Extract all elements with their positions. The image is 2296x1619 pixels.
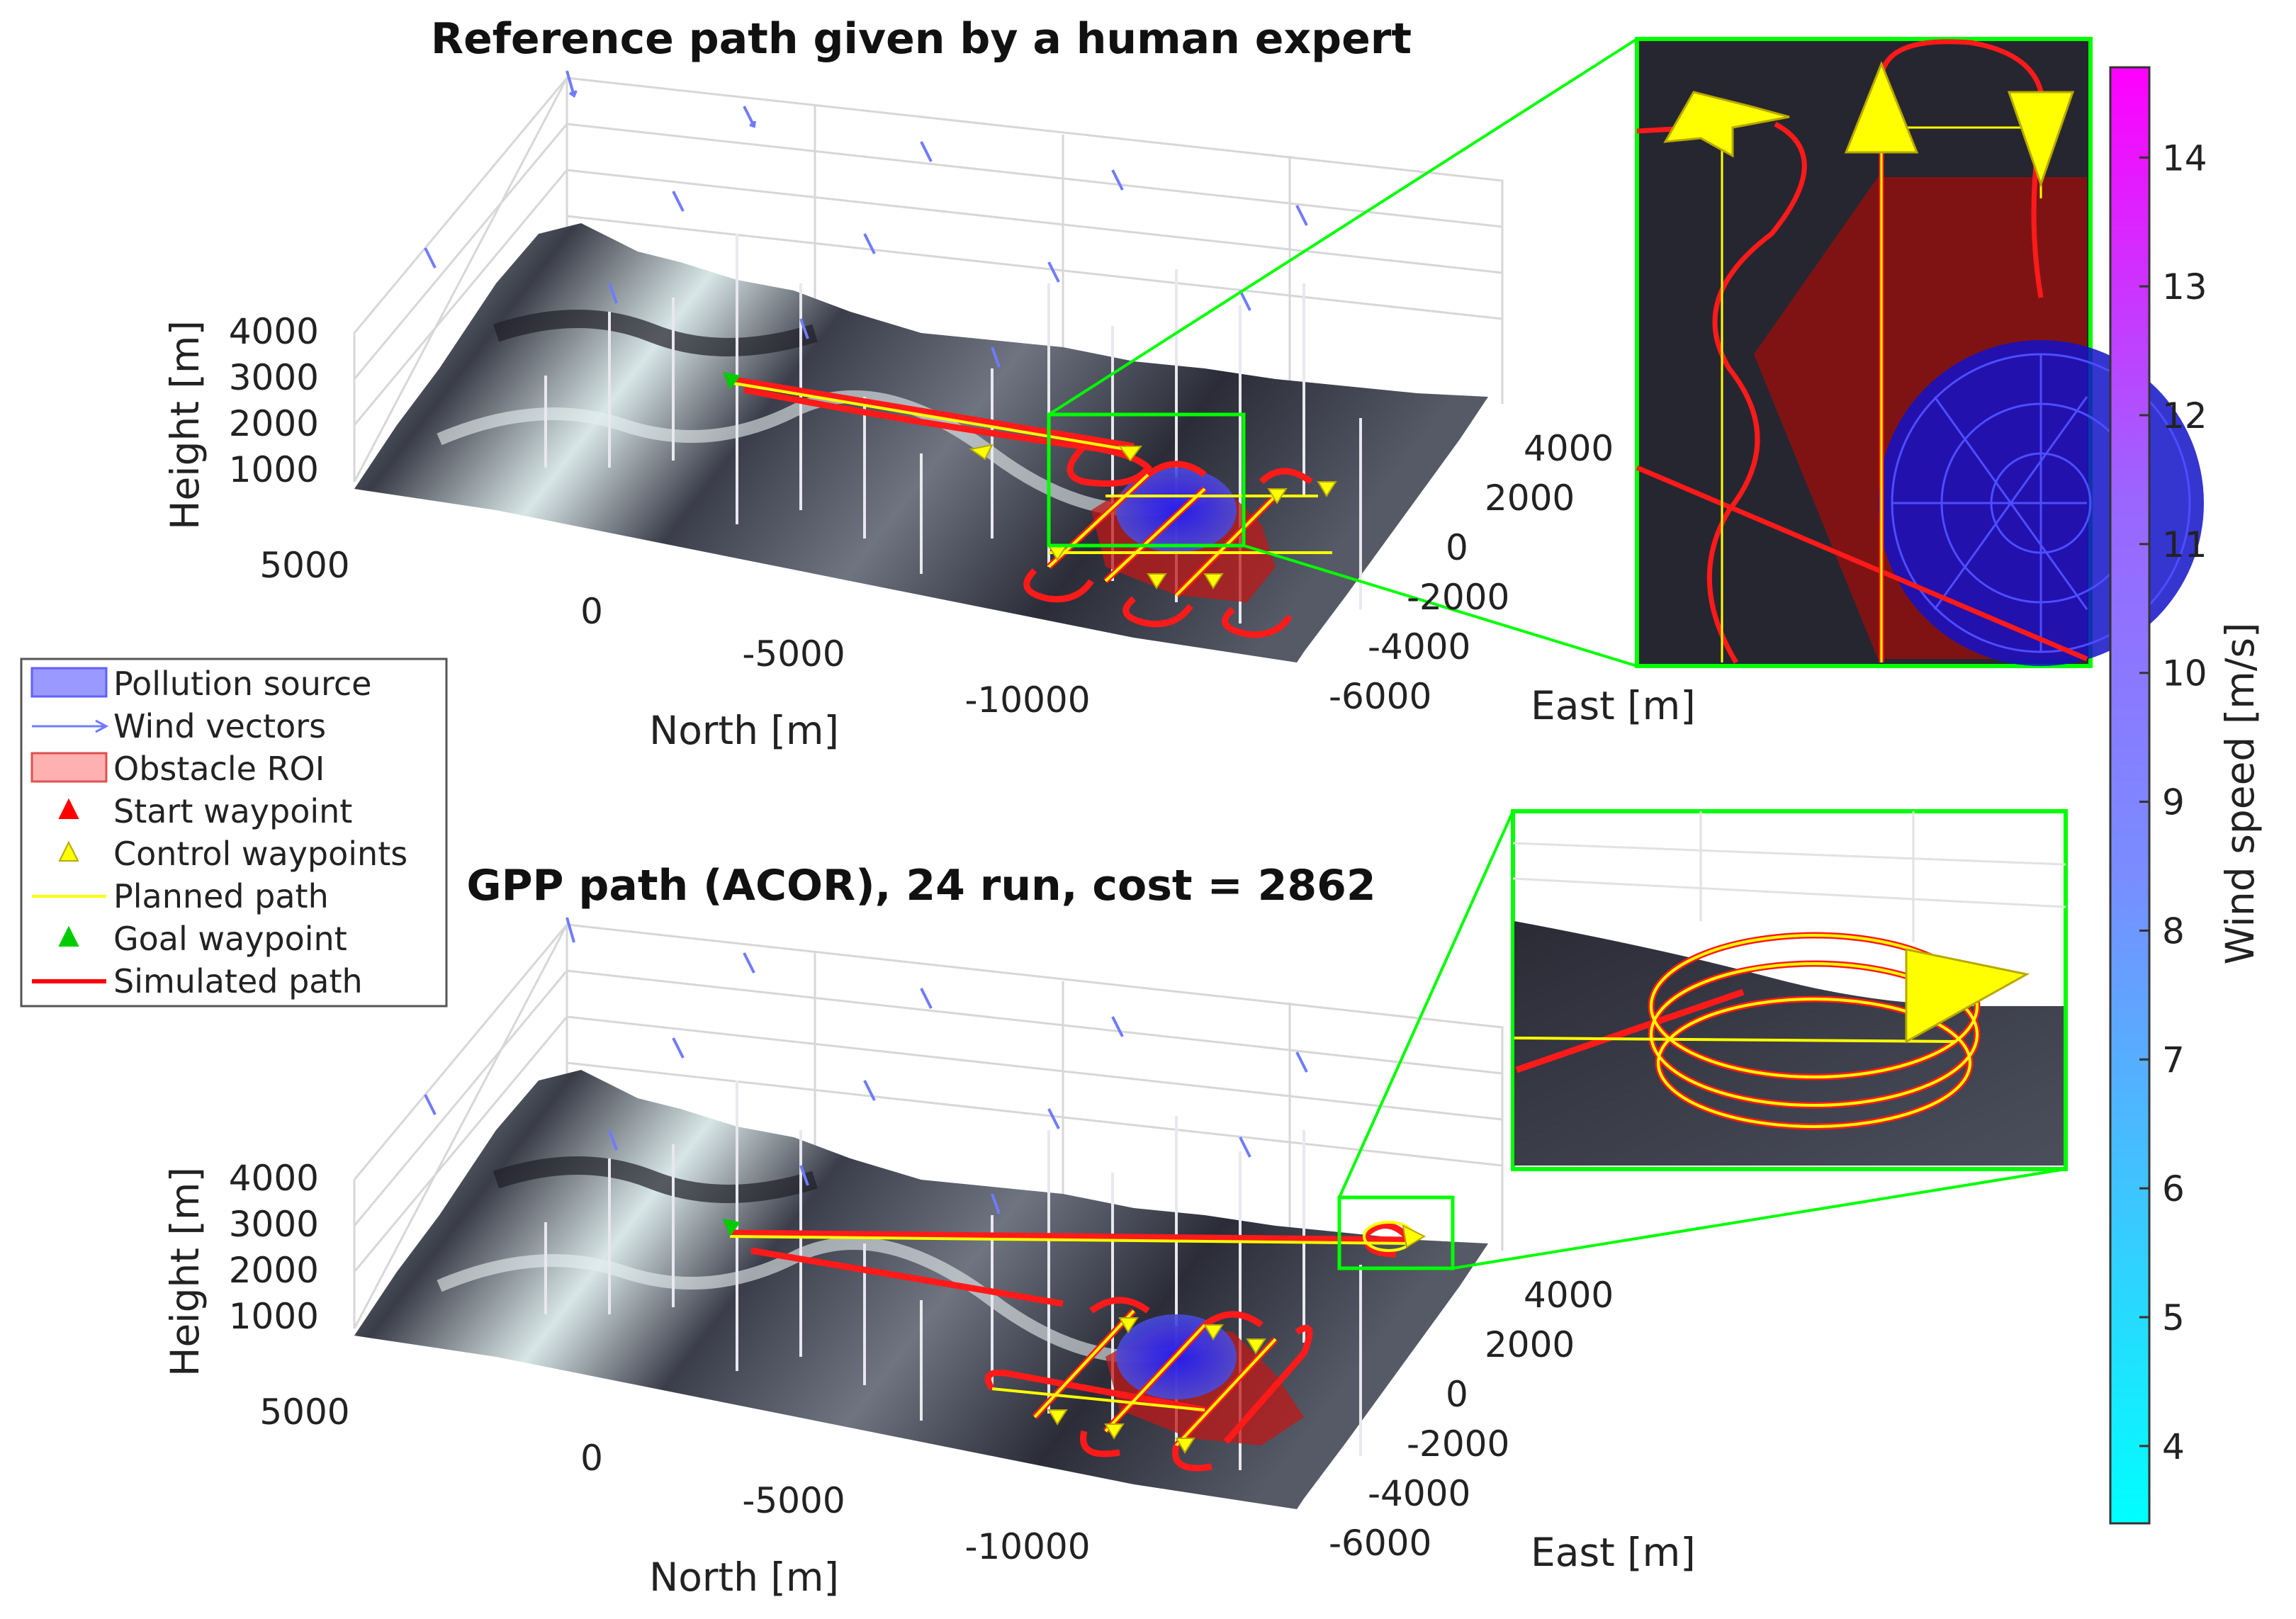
- legend-swatch: [32, 719, 109, 733]
- colorbar-tick-label: 14: [2162, 137, 2207, 179]
- bottom-y-tick: -4000: [1368, 1473, 1470, 1514]
- top-pollution-source: [1116, 468, 1237, 553]
- colorbar-tick-label: 5: [2162, 1297, 2185, 1338]
- bottom-z-ticks: 4000 3000 2000 1000: [229, 1158, 319, 1337]
- top-y-tick: 0: [1446, 527, 1468, 568]
- colorbar: Wind speed [m/s] 14 13 12 11 10 9 8 7 6 5 4: [2109, 66, 2263, 1525]
- colorbar-tick-label: 13: [2162, 266, 2207, 308]
- bottom-x-tick: 5000: [259, 1392, 349, 1433]
- bottom-plot: GPP path (ACOR), 24 run, cost = 2862: [162, 809, 2068, 1600]
- legend-item: Control waypoints: [58, 835, 407, 873]
- top-y-tick: -4000: [1368, 626, 1470, 667]
- bottom-y-tick: 2000: [1485, 1324, 1575, 1365]
- legend-swatch: [58, 798, 79, 819]
- bottom-z-tick: 2000: [229, 1250, 319, 1291]
- top-x-tick: -10000: [964, 679, 1090, 721]
- bottom-y-tick: 0: [1446, 1374, 1468, 1415]
- bottom-x-tick: -5000: [742, 1480, 845, 1521]
- top-y-tick: -2000: [1407, 577, 1509, 618]
- top-x-tick: -5000: [742, 633, 845, 675]
- legend-label: Wind vectors: [113, 707, 326, 745]
- bottom-y-tick: -2000: [1407, 1423, 1509, 1465]
- top-x-tick: 0: [580, 591, 603, 632]
- bottom-z-label: Height [m]: [162, 1167, 208, 1377]
- bottom-zoom-rect: [1337, 1195, 1455, 1270]
- top-y-tick: 2000: [1485, 478, 1575, 519]
- top-axis-box: [353, 77, 1504, 483]
- colorbar-tick-label: 9: [2162, 782, 2185, 823]
- top-x-label: North [m]: [649, 708, 839, 753]
- legend-label: Start waypoint: [113, 792, 352, 830]
- legend-swatch: [58, 925, 79, 947]
- legend-swatch: [30, 667, 108, 698]
- colorbar-tick-label: 10: [2162, 653, 2207, 694]
- bottom-x-label: North [m]: [649, 1555, 839, 1600]
- legend-label: Goal waypoint: [113, 920, 347, 958]
- colorbar-tick-label: 11: [2162, 524, 2207, 565]
- bottom-x-tick: 0: [580, 1438, 603, 1479]
- bottom-goal-waypoint: [723, 1219, 741, 1236]
- bottom-z-tick: 3000: [229, 1204, 319, 1245]
- top-z-tick: 1000: [229, 449, 319, 490]
- colorbar-tick-label: 8: [2162, 910, 2185, 952]
- bottom-y-tick: -6000: [1329, 1523, 1431, 1564]
- top-z-tick: 4000: [229, 311, 319, 352]
- legend-label: Simulated path: [113, 962, 363, 1000]
- bottom-inset: [1511, 809, 2068, 1171]
- bottom-z-tick: 1000: [229, 1296, 319, 1337]
- bottom-z-tick: 4000: [229, 1158, 319, 1199]
- colorbar-tick-label: 6: [2162, 1168, 2185, 1209]
- top-x-tick: 5000: [259, 545, 349, 586]
- top-y-tick: 4000: [1524, 428, 1614, 469]
- legend-swatch: [58, 840, 79, 862]
- top-goal-waypoint: [723, 372, 741, 390]
- bottom-title: GPP path (ACOR), 24 run, cost = 2862: [466, 861, 1375, 910]
- colorbar-tick-label: 4: [2162, 1426, 2185, 1467]
- bottom-x-tick: -10000: [964, 1526, 1090, 1567]
- bottom-y-ticks: 4000 2000 0 -2000 -4000 -6000: [1329, 1275, 1614, 1564]
- top-z-ticks: 4000 3000 2000 1000: [229, 311, 319, 490]
- bottom-control-waypoints: [1047, 1224, 1426, 1454]
- top-plot: Reference path given by a human expert: [162, 14, 2204, 753]
- top-terrain: [354, 223, 1488, 662]
- top-planned-path: [729, 381, 1332, 597]
- bottom-y-label: East [m]: [1531, 1530, 1696, 1575]
- top-title: Reference path given by a human expert: [431, 14, 1412, 64]
- legend-item: Start waypoint: [58, 792, 352, 830]
- legend-item: Obstacle ROI: [30, 750, 325, 788]
- colorbar-label: Wind speed [m/s]: [2217, 622, 2263, 964]
- top-zoom-rect: [1047, 412, 1246, 548]
- top-y-tick: -6000: [1329, 676, 1431, 717]
- legend-label: Control waypoints: [113, 835, 407, 873]
- bottom-axis-box: [353, 923, 1504, 1329]
- colorbar-tick-label: 12: [2162, 395, 2207, 436]
- top-y-ticks: 4000 2000 0 -2000 -4000 -6000: [1329, 428, 1614, 717]
- legend-item: Planned path: [32, 877, 329, 915]
- legend-swatch: [30, 752, 108, 783]
- bottom-x-ticks: 5000 0 -5000 -10000: [259, 1392, 1090, 1567]
- legend-item: Simulated path: [32, 962, 363, 1000]
- bottom-wind-arrows: [424, 917, 1308, 1214]
- colorbar-tick-label: 7: [2162, 1039, 2185, 1081]
- legend-label: Planned path: [113, 877, 329, 915]
- legend-item: Pollution source: [30, 665, 371, 703]
- bottom-terrain: [354, 1070, 1488, 1509]
- legend-label: Obstacle ROI: [113, 750, 325, 788]
- top-z-label: Height [m]: [162, 320, 208, 530]
- top-z-tick: 3000: [229, 357, 319, 398]
- top-wind-arrows: [424, 70, 1308, 368]
- top-control-waypoints: [969, 444, 1337, 590]
- top-y-label: East [m]: [1531, 683, 1696, 728]
- legend-item: Wind vectors: [32, 707, 326, 745]
- top-z-tick: 2000: [229, 403, 319, 444]
- legend-item: Goal waypoint: [58, 920, 347, 958]
- bottom-y-tick: 4000: [1524, 1275, 1614, 1316]
- legend-label: Pollution source: [113, 665, 371, 703]
- top-x-ticks: 5000 0 -5000 -10000: [259, 545, 1090, 721]
- bottom-planned-path: [729, 1221, 1415, 1447]
